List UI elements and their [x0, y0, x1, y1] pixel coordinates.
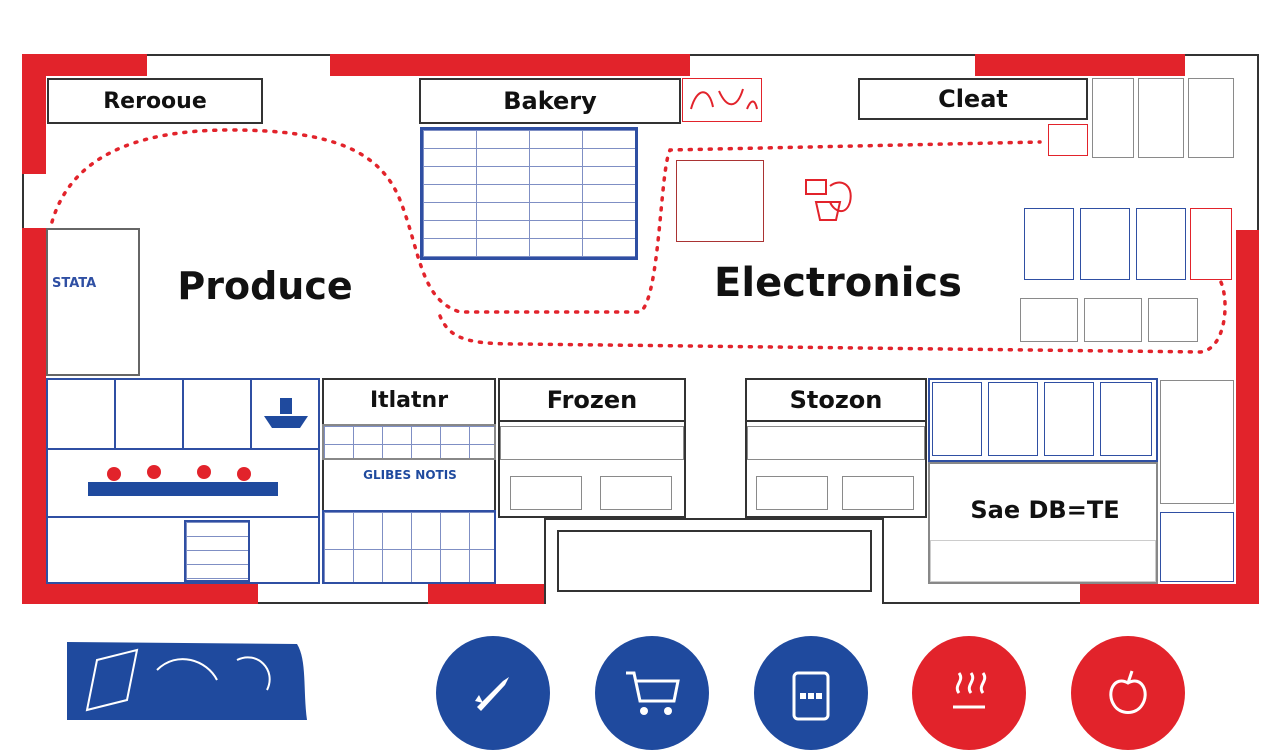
bakery-shelf	[420, 127, 638, 260]
display-tile	[988, 382, 1038, 456]
wall-segment	[330, 54, 690, 76]
electronics-shelf	[1084, 298, 1142, 342]
right-shelf	[747, 426, 925, 460]
middle-shelf-lower	[322, 510, 496, 584]
wall-segment	[22, 54, 46, 174]
display-tile	[932, 382, 982, 456]
produce-display-icon	[682, 78, 762, 122]
apple-icon[interactable]	[1071, 636, 1185, 750]
steam-icon[interactable]	[912, 636, 1026, 750]
right-divider	[745, 420, 927, 422]
shelf-divider	[46, 448, 320, 450]
electronics-display	[1080, 208, 1130, 280]
shelf-divider	[114, 378, 116, 448]
rocket-icon[interactable]	[436, 636, 550, 750]
boat-icon	[258, 384, 314, 440]
freezer-unit	[756, 476, 828, 510]
display-tile	[1048, 124, 1088, 156]
customer-route	[50, 128, 1227, 354]
left-shelf-unit	[46, 228, 140, 376]
phone-icon	[800, 172, 862, 228]
middle-shelf	[322, 424, 496, 460]
zone-label-bakery: Bakery	[419, 78, 681, 124]
wall-segment	[22, 54, 147, 76]
small-shelf	[184, 520, 250, 582]
display-tile	[1100, 382, 1152, 456]
produce-sign	[84, 460, 284, 504]
shelf-divider	[182, 378, 184, 448]
freezer-unit	[600, 476, 672, 510]
right-wall-shelf	[1160, 380, 1234, 504]
middle-sign: GLIBES NOTIS	[363, 468, 457, 482]
frozen-shelf	[500, 426, 684, 460]
wall-segment	[1236, 230, 1259, 604]
wall-segment	[428, 584, 544, 604]
zone-label-top-left: Rerooue	[47, 78, 263, 124]
zone-label-produce: Produce	[177, 264, 353, 308]
freezer-unit	[510, 476, 582, 510]
electronics-shelf	[1020, 298, 1078, 342]
wall-segment	[22, 584, 258, 604]
shelf-divider	[46, 516, 320, 518]
frozen-divider	[498, 420, 686, 422]
wall-segment	[1080, 584, 1259, 604]
zone-label-middle: Itlatnr	[369, 387, 449, 413]
display-tile	[1138, 78, 1184, 158]
mini-map	[67, 640, 307, 720]
zone-label-top-right: Cleat	[858, 78, 1088, 120]
electronics-display	[676, 160, 764, 242]
zone-label-electronics: Electronics	[714, 260, 962, 306]
device-icon[interactable]	[754, 636, 868, 750]
electronics-display	[1190, 208, 1232, 280]
left-shelf-sign: STATA	[52, 276, 97, 291]
display-tile	[1044, 382, 1094, 456]
wall-segment	[975, 54, 1185, 76]
right-wall-shelf	[1160, 512, 1234, 582]
sign-board-shelf	[930, 540, 1156, 582]
freezer-unit	[842, 476, 914, 510]
electronics-display	[1136, 208, 1186, 280]
display-tile	[1188, 78, 1234, 158]
checkout-counter	[557, 530, 872, 592]
electronics-shelf	[1148, 298, 1198, 342]
zone-label-frozen: Frozen	[546, 386, 638, 414]
zone-label-right: Stozon	[789, 386, 883, 414]
wall-segment	[22, 228, 46, 604]
shelf-divider	[250, 378, 252, 448]
cart-icon[interactable]	[595, 636, 709, 750]
electronics-display	[1024, 208, 1074, 280]
display-tile	[1092, 78, 1134, 158]
sign-board-text: Sae DB=TE	[970, 496, 1120, 524]
